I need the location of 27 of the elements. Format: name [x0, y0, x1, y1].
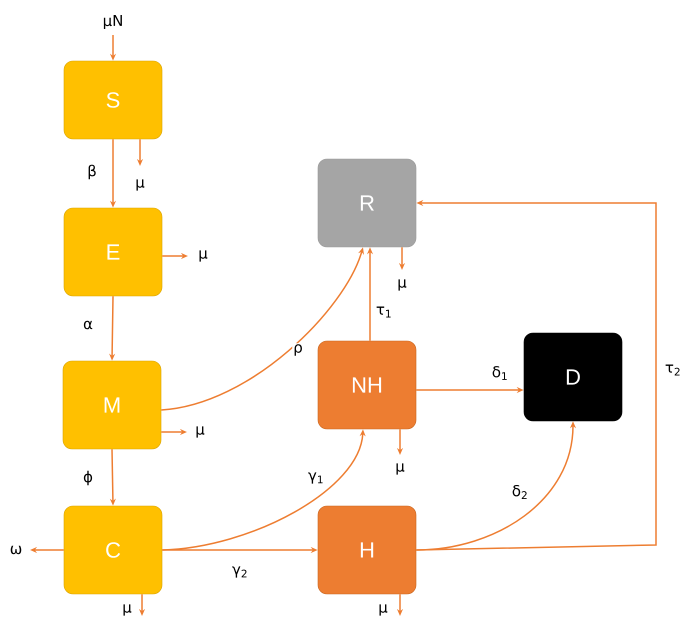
compartment-box: M — [62, 360, 162, 450]
edge-label: α — [82, 320, 94, 330]
edge-label: δ$_{1}$ — [490, 365, 510, 381]
compartment-box: S — [64, 60, 162, 140]
edge-label: τ$_{2}$ — [664, 363, 682, 377]
compartment-box: C — [64, 506, 162, 594]
compartment-box: R — [318, 158, 416, 248]
edge-label: δ$_{2}$ — [510, 484, 530, 500]
compartment-box: H — [318, 506, 416, 594]
edge-label: τ$_{1}$ — [374, 306, 394, 318]
edge-label: μ — [377, 603, 389, 617]
compartment-box: E — [64, 208, 162, 296]
edge-label: μN — [102, 14, 124, 30]
edge-label: μ — [134, 178, 146, 192]
edge-label: β — [86, 164, 98, 180]
edge-label: γ$_{2}$ — [230, 565, 250, 579]
edge-label: μ — [197, 249, 209, 263]
edge-label: γ$_{1}$ — [306, 471, 326, 485]
edge-label: ϕ — [82, 470, 94, 486]
edge-label: μ — [194, 425, 206, 439]
compartment-box: D — [524, 332, 622, 422]
edge-label: ω — [8, 544, 24, 556]
edge-label: μ — [121, 603, 133, 617]
edge-label: ρ — [292, 343, 304, 357]
edge-label: μ — [396, 278, 408, 292]
compartment-box: NH — [318, 340, 416, 430]
edge-label: μ — [394, 462, 406, 476]
